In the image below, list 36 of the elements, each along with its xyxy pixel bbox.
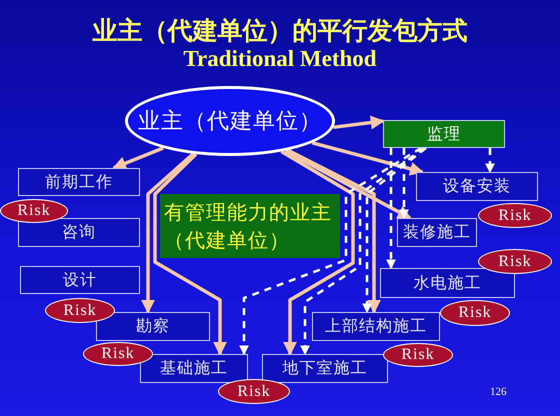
- risk-ellipse: Risk: [478, 203, 552, 228]
- arrow: [312, 141, 424, 176]
- risk-ellipse: Risk: [83, 342, 153, 366]
- risk-ellipse: Risk: [440, 300, 510, 326]
- process-box: 装修施工: [397, 218, 477, 247]
- ellipse-node: 业主（代建单位）: [125, 86, 335, 156]
- arrow: [399, 148, 409, 220]
- process-box: 基础施工: [140, 354, 248, 383]
- risk-ellipse: Risk: [383, 343, 453, 367]
- process-box: 设备安装: [416, 172, 538, 201]
- arrow: [300, 146, 426, 356]
- process-box: 地下室施工: [262, 354, 388, 383]
- risk-ellipse: Risk: [0, 199, 68, 223]
- arrow: [485, 148, 495, 174]
- risk-ellipse: Risk: [45, 298, 115, 323]
- risk-ellipse: Risk: [478, 249, 552, 274]
- subtitle: Traditional Method: [182, 46, 378, 72]
- title: 业主（代建单位）的平行发包方式: [92, 15, 468, 47]
- process-box: 咨询: [18, 218, 140, 247]
- process-box: 设计: [20, 266, 140, 294]
- process-box: 监理: [383, 120, 505, 148]
- arrow: [386, 148, 396, 270]
- text-box: 有管理能力的业主（代建单位）: [160, 194, 340, 258]
- risk-ellipse: Risk: [218, 379, 290, 404]
- process-box: 水电施工: [380, 268, 515, 298]
- process-box: 前期工作: [18, 168, 140, 196]
- process-box: 上部结构施工: [312, 312, 440, 341]
- arrow: [333, 116, 385, 130]
- arrow: [284, 149, 412, 220]
- page-number: 126: [490, 386, 506, 398]
- arrow: [239, 146, 422, 356]
- arrow: [286, 148, 381, 314]
- arrow: [362, 147, 427, 314]
- arrow: [280, 150, 355, 356]
- arrow: [112, 146, 164, 170]
- process-box: 勘察: [96, 312, 210, 341]
